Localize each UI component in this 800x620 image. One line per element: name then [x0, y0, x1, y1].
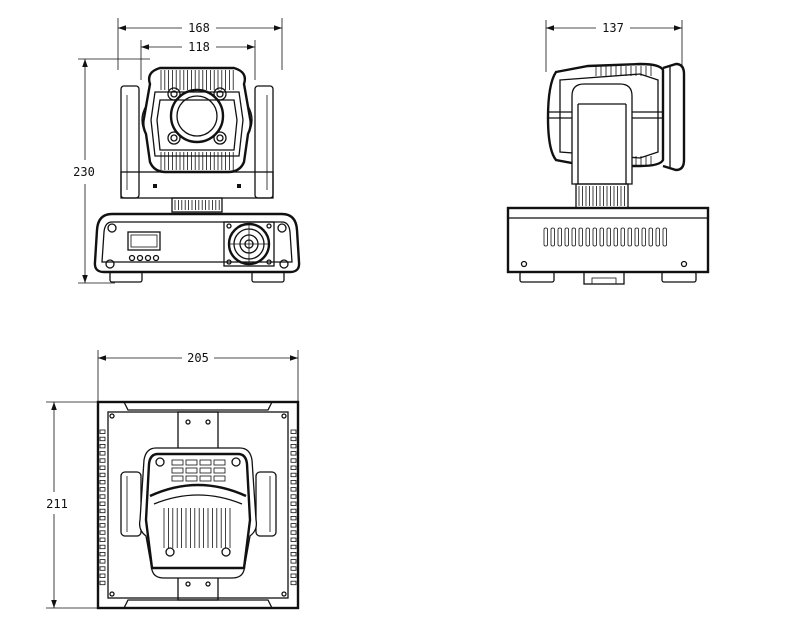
top-head-body	[138, 447, 258, 579]
side-foot-left	[519, 271, 555, 283]
dim-label-205: 205	[187, 351, 209, 365]
side-head-body	[546, 62, 665, 168]
side-foot-right	[661, 271, 697, 283]
dim-top-depth: 211	[46, 401, 98, 609]
dim-label-137: 137	[602, 21, 624, 35]
dim-front-inner-width: 118	[140, 40, 256, 80]
front-base	[93, 212, 301, 274]
side-view	[506, 62, 710, 285]
top-mount-plate-top	[177, 411, 219, 453]
top-view	[96, 400, 300, 610]
top-yoke-arm-left	[120, 471, 142, 537]
front-lens	[176, 95, 218, 137]
top-head-vents	[171, 459, 226, 482]
front-lens-ring	[169, 88, 225, 144]
top-base-outline	[96, 400, 300, 610]
front-cooling-fan	[223, 221, 275, 267]
dim-front-height: 230	[73, 58, 150, 284]
front-pan-neck	[171, 197, 223, 213]
dim-label-118: 118	[188, 40, 210, 54]
side-lens-bezel	[662, 62, 686, 172]
front-yoke-arm-left	[120, 85, 140, 199]
dim-top-width: 205	[97, 350, 299, 402]
dim-side-width: 137	[545, 20, 683, 72]
front-control-buttons	[128, 254, 160, 262]
top-vents-left	[99, 429, 106, 586]
side-pan-neck	[575, 183, 629, 209]
dim-front-width: 168	[117, 18, 283, 70]
front-yoke-bar	[120, 171, 274, 199]
front-heatsink-fins-bottom	[160, 152, 234, 170]
side-yoke-arm	[571, 83, 633, 185]
front-lcd-display	[127, 231, 161, 251]
front-foot-left	[109, 271, 143, 283]
top-vents-right	[290, 429, 297, 586]
side-vent-slots	[543, 227, 667, 247]
top-yoke-arm-right	[255, 471, 277, 537]
dim-label-168: 168	[188, 21, 210, 35]
front-view	[93, 66, 301, 283]
front-heatsink-fins-top	[160, 70, 234, 90]
dim-label-230: 230	[73, 165, 95, 179]
top-heatsink-fins	[163, 508, 231, 548]
front-foot-right	[251, 271, 285, 283]
front-yoke-arm-right	[254, 85, 274, 199]
dim-label-211: 211	[46, 497, 68, 511]
